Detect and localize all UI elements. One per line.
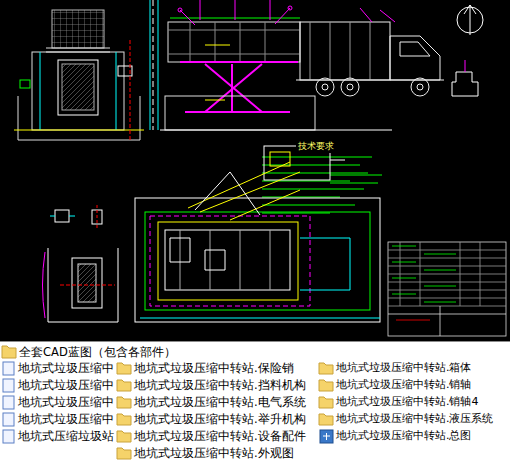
folder-name: 地坑式垃圾压缩中转站.设备配件 xyxy=(134,429,306,443)
notes-heading: 技术要求 xyxy=(296,139,336,153)
file-name: 地坑式垃圾压缩中 xyxy=(18,361,114,375)
file-name: 地坑式垃圾压缩中转站.总图 xyxy=(336,429,472,443)
folder-name: 地坑式垃圾压缩中转站.外观图 xyxy=(134,446,294,460)
folder-name: 全套CAD蓝图（包含各部件） xyxy=(19,345,176,359)
file-icons xyxy=(2,346,333,459)
part-details xyxy=(43,205,119,322)
folder-name: 地坑式垃圾压缩中转站.保险销 xyxy=(134,361,294,375)
technical-notes xyxy=(262,157,382,213)
folder-name: 地坑式垃圾压缩中转站.液压系统 xyxy=(336,412,494,426)
file-name: 地坑式压缩垃圾站 xyxy=(18,429,114,443)
folder-name: 地坑式垃圾压缩中转站.挡料机构 xyxy=(134,378,306,392)
plan-view xyxy=(135,162,380,322)
folder-name: 地坑式垃圾压缩中转站.举升机构 xyxy=(134,412,306,426)
file-name: 地坑式垃圾压缩中 xyxy=(18,412,114,426)
folder-name: 地坑式垃圾压缩中转站.电气系统 xyxy=(134,395,306,409)
cad-ground xyxy=(0,0,510,341)
truck xyxy=(296,8,444,96)
folder-name: 地坑式垃圾压缩中转站.箱体 xyxy=(336,361,472,375)
detail-symbols xyxy=(452,5,483,96)
title-block xyxy=(388,242,506,336)
lift-section xyxy=(150,0,392,130)
folder-name: 地坑式垃圾压缩中转站.销轴 xyxy=(336,378,472,392)
folder-name: 地坑式垃圾压缩中转站.销轴4 xyxy=(336,395,479,409)
divider xyxy=(0,341,510,342)
elevation-view xyxy=(14,10,144,140)
file-name: 地坑式垃圾压缩中 xyxy=(18,378,114,392)
file-name: 地坑式垃圾压缩中 xyxy=(18,395,114,409)
